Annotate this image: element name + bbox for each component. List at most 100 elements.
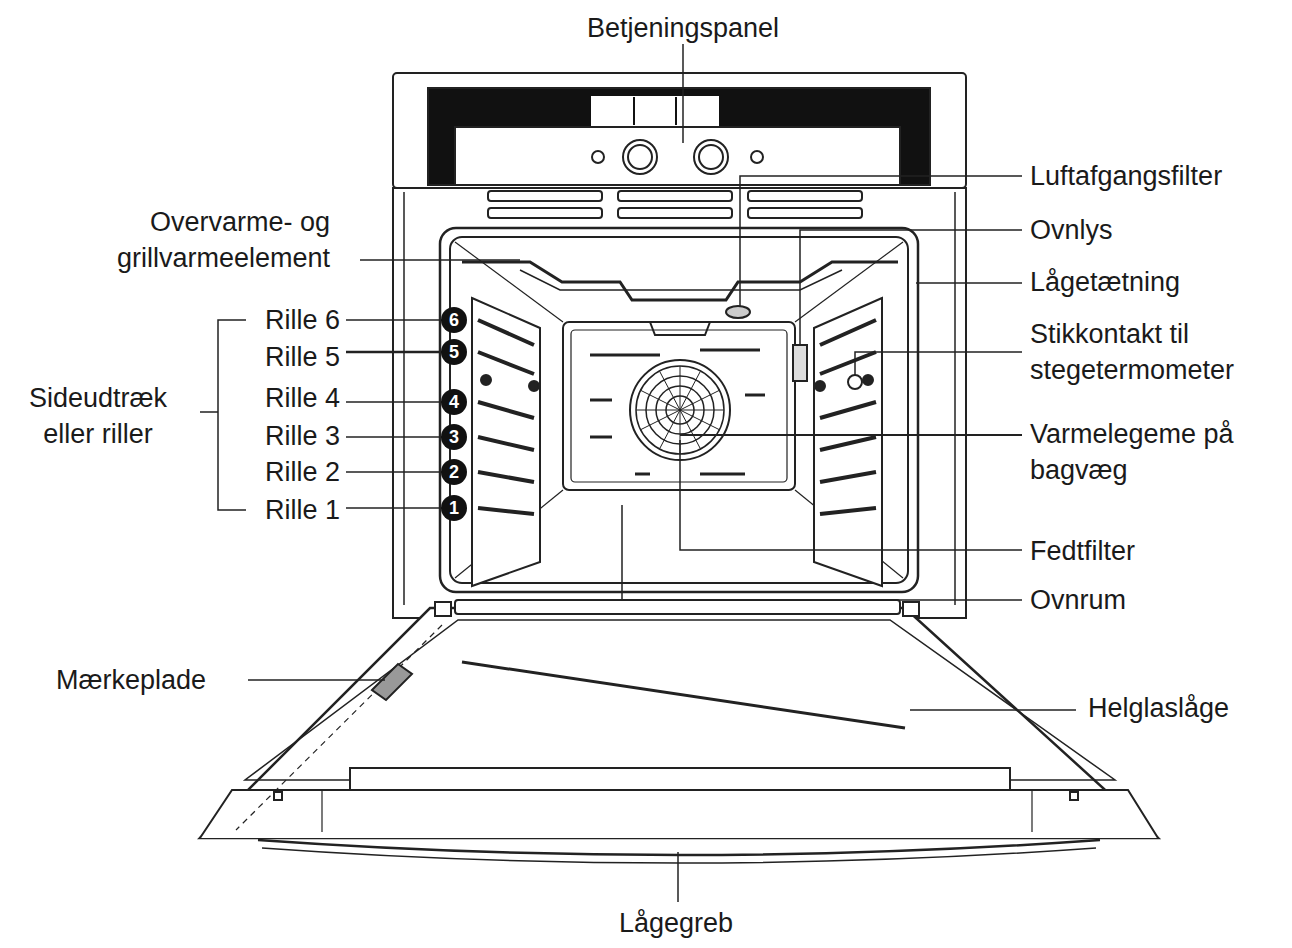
leader-line xyxy=(800,230,1022,345)
callout-number: 2 xyxy=(441,459,467,485)
callout-text: 5 xyxy=(449,343,459,361)
body-edge xyxy=(403,192,405,605)
part-label: Stikkontakt til stegetermometer xyxy=(1030,316,1292,388)
rack-fixing xyxy=(481,375,491,385)
part-label: Ovnrum xyxy=(1030,582,1292,618)
part-label: Overvarme- og grillvarmeelement xyxy=(58,204,330,276)
leader-line xyxy=(346,319,442,321)
door-latch xyxy=(274,792,282,800)
part-label: Luftafgangsfilter xyxy=(1030,158,1292,194)
side-rack xyxy=(814,298,882,586)
door-latch xyxy=(1070,792,1078,800)
door-handle xyxy=(258,840,1100,855)
panel-band xyxy=(428,88,930,185)
part-label: Mærkeplade xyxy=(56,662,256,698)
rack-rung xyxy=(478,320,534,514)
heating-element xyxy=(462,262,898,300)
back-wall-slot xyxy=(590,354,660,357)
vent-slot xyxy=(488,208,602,218)
panel-button xyxy=(751,151,763,163)
door-handle xyxy=(262,848,1096,863)
part-label: Rille 5 xyxy=(200,339,340,375)
thermometer-socket xyxy=(848,375,862,389)
back-wall-panel xyxy=(571,330,787,482)
part-label: Varmelegeme på bagvæg xyxy=(1030,416,1292,488)
glass-reflection xyxy=(462,662,905,728)
rack-rung xyxy=(820,320,876,514)
door-top-rail xyxy=(455,600,900,614)
callout-number: 3 xyxy=(441,424,467,450)
part-label: Betjeningspanel xyxy=(533,10,833,46)
back-wall-slot xyxy=(700,473,745,476)
callout-text: 4 xyxy=(449,393,459,411)
control-panel-frame xyxy=(393,73,966,188)
leader-line xyxy=(622,505,1022,600)
group-bracket xyxy=(200,320,246,510)
rack-fixing xyxy=(529,381,539,391)
panel-button xyxy=(592,151,604,163)
callout-text: 6 xyxy=(449,311,459,329)
leader-line xyxy=(680,440,1022,550)
leader-line xyxy=(346,507,442,509)
leader-line xyxy=(346,351,442,354)
callout-text: 1 xyxy=(449,499,459,517)
leader-line xyxy=(346,471,442,473)
door-frame-edge xyxy=(1031,790,1032,832)
back-wall-slot xyxy=(590,436,612,439)
part-label: Rille 3 xyxy=(200,418,340,454)
leader-line xyxy=(910,709,1076,711)
back-wall-slot xyxy=(590,399,612,402)
back-wall xyxy=(563,322,795,490)
rack-fixing xyxy=(815,381,825,391)
vent-slot xyxy=(618,191,732,201)
part-label: Lågegreb xyxy=(526,905,826,941)
heating-element xyxy=(520,270,842,290)
leader-line xyxy=(677,852,679,902)
rack-fixing xyxy=(863,375,873,385)
leader-line xyxy=(360,259,520,261)
display-divider xyxy=(675,97,677,125)
control-knob xyxy=(694,140,728,174)
leader-line xyxy=(916,282,1022,284)
hidden-edge xyxy=(236,625,442,830)
back-wall-slot xyxy=(635,473,650,476)
door-frame-edge xyxy=(232,789,1128,791)
door-hinge xyxy=(435,602,451,616)
rating-plate xyxy=(372,664,412,700)
part-label: Rille 6 xyxy=(200,302,340,338)
callout-number: 1 xyxy=(441,495,467,521)
part-label: Ovnlys xyxy=(1030,212,1292,248)
door-frame-edge xyxy=(321,790,322,832)
part-label: Rille 4 xyxy=(200,380,340,416)
leader-line xyxy=(855,352,1022,375)
leader-line xyxy=(346,436,442,438)
element-bracket xyxy=(650,322,710,335)
part-label: Helglaslåge xyxy=(1088,690,1292,726)
oven-door xyxy=(200,608,1158,838)
oven-body xyxy=(393,188,966,618)
door-hinge xyxy=(903,602,919,616)
door-bottom-frame xyxy=(200,768,1158,838)
control-knob xyxy=(699,145,723,169)
control-knob xyxy=(623,140,657,174)
callout-number: 5 xyxy=(441,339,467,365)
body-edge xyxy=(954,192,956,605)
oven-drawing xyxy=(200,73,1158,863)
display-divider xyxy=(633,97,635,125)
vent-slot xyxy=(618,208,732,218)
part-label: Rille 1 xyxy=(200,492,340,528)
leader-line xyxy=(682,44,684,143)
vent-slot xyxy=(748,191,862,201)
control-knob xyxy=(628,145,652,169)
callout-text: 2 xyxy=(449,463,459,481)
oven-light xyxy=(793,345,807,381)
part-label: Fedtfilter xyxy=(1030,533,1292,569)
back-wall-slot xyxy=(745,394,765,397)
back-wall-slot xyxy=(700,349,760,352)
leader-line xyxy=(248,679,385,681)
door-glass xyxy=(245,620,1115,780)
callout-text: 3 xyxy=(449,428,459,446)
part-label: Sideudtræk eller riller xyxy=(0,380,196,452)
part-label: Lågetætning xyxy=(1030,264,1292,300)
